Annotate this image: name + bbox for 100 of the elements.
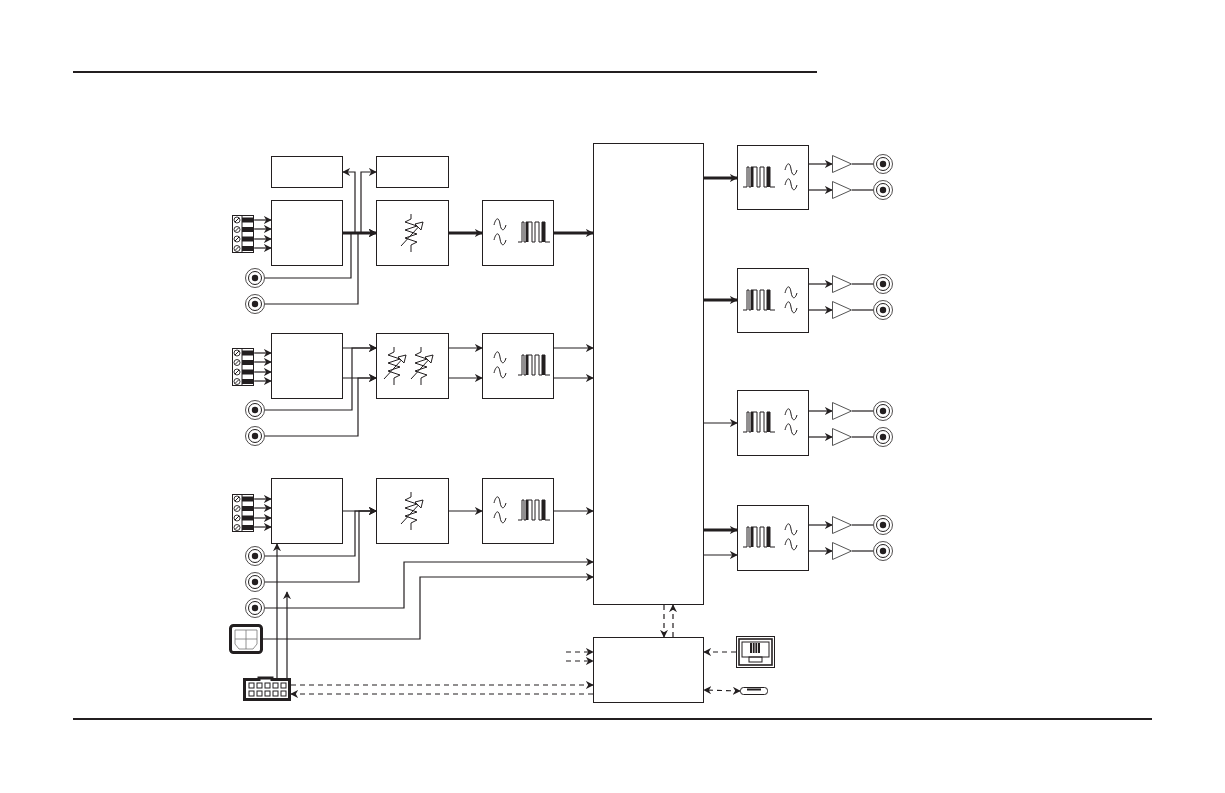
- process-box: [737, 145, 809, 210]
- terminal-block: [232, 348, 254, 386]
- arrow: [808, 306, 833, 314]
- arrow: [553, 374, 594, 382]
- arrow: [253, 504, 272, 512]
- arrow: [703, 419, 738, 427]
- process-box: [376, 200, 449, 266]
- arrow: [283, 591, 291, 679]
- rca-jack: [873, 154, 893, 174]
- connector-line: [851, 410, 874, 412]
- arrow: [554, 229, 594, 237]
- arrow: [704, 174, 738, 182]
- rca-jack: [245, 400, 265, 420]
- amplifier-triangle: [832, 402, 852, 420]
- arrow: [808, 547, 833, 555]
- arrow: [253, 216, 272, 224]
- amplifier-triangle: [832, 181, 852, 199]
- connector-line: [851, 283, 874, 285]
- arrow: [343, 229, 377, 237]
- arrow: [253, 368, 272, 376]
- amplifier-triangle: [832, 301, 852, 319]
- process-box: [482, 333, 554, 399]
- arrow: [703, 648, 737, 656]
- amplifier-triangle: [832, 542, 852, 560]
- arrow: [808, 186, 833, 194]
- arrow: [565, 648, 594, 656]
- process-box: [376, 478, 449, 544]
- rca-jack: [873, 427, 893, 447]
- process-box: [737, 268, 809, 333]
- arrow: [253, 495, 272, 503]
- process-box: [271, 156, 343, 188]
- rca-jack: [245, 598, 265, 618]
- rca-jack: [245, 294, 265, 314]
- terminal-block: [232, 215, 254, 253]
- arrow: [264, 558, 594, 609]
- rca-jack: [873, 401, 893, 421]
- arrow: [449, 229, 483, 237]
- arrow: [264, 507, 377, 583]
- arrow: [253, 514, 272, 522]
- amplifier-triangle: [832, 155, 852, 173]
- arrow: [253, 377, 272, 385]
- pin-header: [243, 678, 291, 701]
- rca-jack: [873, 300, 893, 320]
- arrow: [264, 374, 377, 437]
- optical-port: [229, 624, 263, 654]
- arrow: [448, 374, 483, 382]
- arrow: [253, 244, 272, 252]
- arrow: [342, 168, 356, 234]
- connector-line: [851, 163, 874, 165]
- matrix-box: [593, 143, 704, 605]
- process-box: [271, 478, 343, 544]
- process-box: [376, 333, 449, 399]
- rca-jack: [873, 274, 893, 294]
- arrow: [660, 604, 668, 638]
- terminal-block: [232, 494, 254, 532]
- network-socket: [736, 636, 775, 668]
- arrow: [253, 235, 272, 243]
- process-box: [271, 333, 343, 399]
- arrow: [808, 160, 833, 168]
- rca-jack: [245, 572, 265, 592]
- arrow: [448, 344, 483, 352]
- connector-line: [851, 436, 874, 438]
- arrow: [290, 690, 594, 698]
- connector-line: [851, 550, 874, 552]
- arrow: [553, 507, 594, 515]
- arrow: [808, 280, 833, 288]
- connector-line: [851, 189, 874, 191]
- process-box: [482, 478, 554, 544]
- process-box: [376, 156, 449, 188]
- arrow: [565, 657, 594, 665]
- arrow: [669, 604, 677, 638]
- arrow: [262, 573, 594, 640]
- arrow: [703, 551, 738, 559]
- process-box: [737, 390, 809, 456]
- rca-jack: [245, 546, 265, 566]
- arrow: [253, 523, 272, 531]
- connector-line: [851, 309, 874, 311]
- control-box: [593, 637, 704, 703]
- arrow: [704, 526, 738, 534]
- arrow: [808, 521, 833, 529]
- arrow: [253, 349, 272, 357]
- process-box: [271, 200, 343, 266]
- arrow: [704, 296, 738, 304]
- arrow: [253, 358, 272, 366]
- rca-jack: [873, 515, 893, 535]
- arrow: [808, 433, 833, 441]
- rca-jack: [245, 426, 265, 446]
- arrow: [273, 543, 281, 679]
- process-box: [482, 200, 554, 266]
- amplifier-triangle: [832, 428, 852, 446]
- rca-jack: [245, 268, 265, 288]
- arrow: [448, 507, 483, 515]
- arrow: [264, 344, 377, 411]
- arrow: [553, 344, 594, 352]
- rca-jack: [873, 180, 893, 200]
- arrow: [703, 686, 741, 695]
- rca-jack: [873, 541, 893, 561]
- usb-port: [740, 687, 768, 695]
- arrow: [808, 407, 833, 415]
- arrow: [290, 681, 594, 689]
